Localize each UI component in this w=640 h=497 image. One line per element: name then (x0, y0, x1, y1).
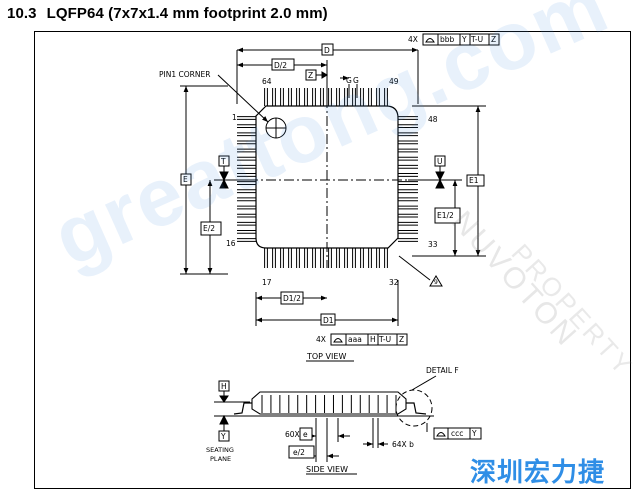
left-leads (237, 116, 256, 242)
fcf-bottom-count: 4X (316, 335, 326, 344)
section-number: 10.3 (7, 5, 37, 22)
side-view (214, 375, 482, 475)
top-view-caption: TOP VIEW (306, 352, 346, 361)
pin-32: 32 (389, 278, 399, 287)
pin-17: 17 (262, 278, 272, 287)
fcf-bottom-datum-2: T-U (378, 335, 391, 344)
dim-d: D (324, 46, 330, 55)
datum-z-label: Z (308, 71, 313, 80)
top-view-labels: D D/2 Z G G PIN1 CORNER 64 49 1 16 48 33… (159, 35, 496, 361)
top-view (180, 33, 500, 362)
dim-e-half: E/2 (203, 224, 215, 233)
pin-48: 48 (428, 115, 438, 124)
side-view-caption: SIDE VIEW (306, 465, 348, 474)
side-body (251, 391, 407, 415)
pin-33: 33 (428, 240, 438, 249)
datum-u-label: U (437, 157, 443, 166)
dim-d1-half: D1/2 (283, 294, 301, 303)
drawing-frame (34, 31, 631, 489)
fcf-bottom-tol: aaa (348, 335, 362, 344)
pitch-count: 60X (285, 430, 300, 439)
seating-label-1: SEATING (206, 446, 234, 454)
half-pitch: e/2 (293, 448, 305, 457)
datum-g-1: G (346, 76, 352, 85)
pin-64: 64 (262, 77, 272, 86)
fcf-bottom-datum-1: H (370, 335, 376, 344)
right-leads (398, 116, 418, 242)
pin1-corner-label: PIN1 CORNER (159, 70, 210, 79)
seating-label-2: PLANE (210, 455, 231, 463)
lead-width: 64X b (392, 440, 414, 449)
fcf-top-datum-2: T-U (470, 35, 483, 44)
pin-49: 49 (389, 77, 399, 86)
brand-watermark: 深圳宏力捷 (470, 458, 606, 488)
detail-circle (395, 389, 433, 427)
pitch-e: e (303, 430, 308, 439)
pin-1: 1 (232, 113, 237, 122)
dim-e1: E1 (469, 176, 479, 185)
dim-d-half: D/2 (274, 61, 287, 70)
datum-g-2: G (353, 76, 359, 85)
datum-t-label: T (220, 157, 226, 166)
pin-16: 16 (226, 239, 236, 248)
fcf-ccc: ccc (451, 429, 463, 438)
bottom-leads (264, 248, 388, 268)
fcf-top-datum-3: Z (491, 35, 496, 44)
dim-e1-half: E1/2 (437, 211, 454, 220)
datum-y-label: Y (220, 432, 226, 441)
detail-f-label: DETAIL F (426, 366, 459, 375)
section-title: 10.3 LQFP64 (7x7x1.4 mm footprint 2.0 mm) (7, 5, 328, 22)
fcf-ccc-datum: Y (471, 429, 477, 438)
pin1-leader (217, 74, 269, 123)
fcf-top-datum-1: Y (461, 35, 467, 44)
section-heading: LQFP64 (7x7x1.4 mm footprint 2.0 mm) (46, 5, 328, 22)
datum-h-label: H (221, 382, 227, 391)
fcf-bottom-datum-3: Z (399, 335, 404, 344)
flag-number: 9 (434, 279, 438, 286)
fcf-top-count: 4X (408, 35, 418, 44)
dim-e: E (183, 175, 188, 184)
top-leads (264, 88, 388, 106)
dim-d1: D1 (323, 316, 334, 325)
fcf-top-tol: bbb (440, 35, 455, 44)
side-view-labels: DETAIL F H Y SEATING PLANE 60X e e/2 64X… (206, 366, 477, 474)
side-lead-ticks (261, 395, 397, 413)
